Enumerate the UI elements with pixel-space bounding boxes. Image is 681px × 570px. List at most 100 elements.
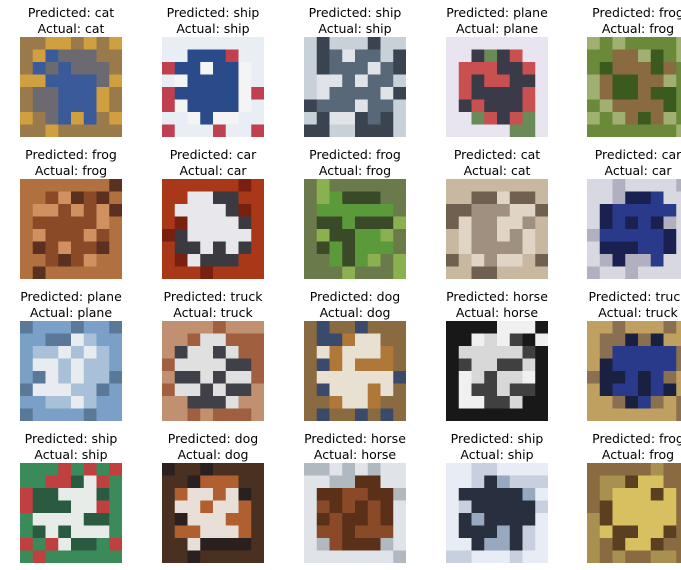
thumbnail	[587, 179, 681, 279]
predicted-label: Predicted: cat	[27, 5, 115, 20]
actual-label: Actual: truck	[173, 305, 253, 320]
thumbnail-frog-image	[20, 179, 122, 279]
thumbnail	[20, 463, 122, 563]
predicted-label: Predicted: car	[594, 147, 681, 162]
thumbnail	[304, 463, 406, 563]
predicted-label: Predicted: plane	[446, 5, 548, 20]
actual-label: Actual: ship	[318, 21, 392, 36]
thumbnail	[304, 321, 406, 421]
thumbnail-frog-image	[587, 37, 681, 137]
thumbnail-truck-image	[162, 321, 264, 421]
predicted-label: Predicted: ship	[166, 5, 260, 20]
thumbnail-car-image	[162, 179, 264, 279]
actual-label: Actual: frog	[34, 163, 108, 178]
actual-label: Actual: frog	[601, 21, 675, 36]
thumbnail	[162, 321, 264, 421]
thumbnail	[304, 179, 406, 279]
thumbnail	[162, 179, 264, 279]
actual-label: Actual: frog	[601, 447, 675, 462]
actual-label: Actual: cat	[463, 163, 531, 178]
actual-label: Actual: ship	[460, 447, 534, 462]
thumbnail-plane-image	[20, 321, 122, 421]
thumbnail-ship-image	[162, 37, 264, 137]
actual-label: Actual: car	[179, 163, 247, 178]
thumbnail-frog-image	[587, 463, 681, 563]
thumbnail	[587, 463, 681, 563]
thumbnail	[446, 463, 548, 563]
predicted-label: Predicted: ship	[24, 431, 118, 446]
predicted-label: Predicted: truck	[163, 289, 263, 304]
thumbnail-dog-image	[162, 463, 264, 563]
actual-label: Actual: dog	[319, 305, 391, 320]
thumbnail	[162, 463, 264, 563]
thumbnail-ship-image	[20, 463, 122, 563]
thumbnail	[446, 37, 548, 137]
thumbnail	[162, 37, 264, 137]
thumbnail	[20, 321, 122, 421]
actual-label: Actual: ship	[176, 21, 250, 36]
actual-label: Actual: horse	[455, 305, 539, 320]
thumbnail-cat-image	[446, 179, 548, 279]
thumbnail	[587, 37, 681, 137]
predicted-label: Predicted: truck	[588, 289, 681, 304]
thumbnail-plane-image	[446, 37, 548, 137]
thumbnail-dog-image	[304, 321, 406, 421]
thumbnail-ship-image	[304, 37, 406, 137]
thumbnail	[304, 37, 406, 137]
predicted-label: Predicted: dog	[167, 431, 259, 446]
predicted-label: Predicted: frog	[309, 147, 401, 162]
thumbnail-frog-image	[304, 179, 406, 279]
thumbnail-horse-image	[304, 463, 406, 563]
thumbnail-ship-image	[446, 463, 548, 563]
thumbnail	[446, 179, 548, 279]
predicted-label: Predicted: frog	[592, 431, 681, 446]
actual-label: Actual: plane	[455, 21, 539, 36]
predicted-label: Predicted: cat	[453, 147, 541, 162]
predicted-label: Predicted: frog	[25, 147, 117, 162]
thumbnail-horse-image	[446, 321, 548, 421]
predicted-label: Predicted: car	[169, 147, 257, 162]
actual-label: Actual: plane	[29, 305, 113, 320]
predicted-label: Predicted: plane	[20, 289, 122, 304]
actual-label: Actual: ship	[34, 447, 108, 462]
thumbnail	[446, 321, 548, 421]
actual-label: Actual: truck	[598, 305, 678, 320]
predicted-label: Predicted: horse	[446, 289, 548, 304]
actual-label: Actual: horse	[313, 447, 397, 462]
predicted-label: Predicted: dog	[309, 289, 401, 304]
predicted-label: Predicted: ship	[308, 5, 402, 20]
thumbnail-car-image	[587, 179, 681, 279]
predicted-label: Predicted: ship	[450, 431, 544, 446]
